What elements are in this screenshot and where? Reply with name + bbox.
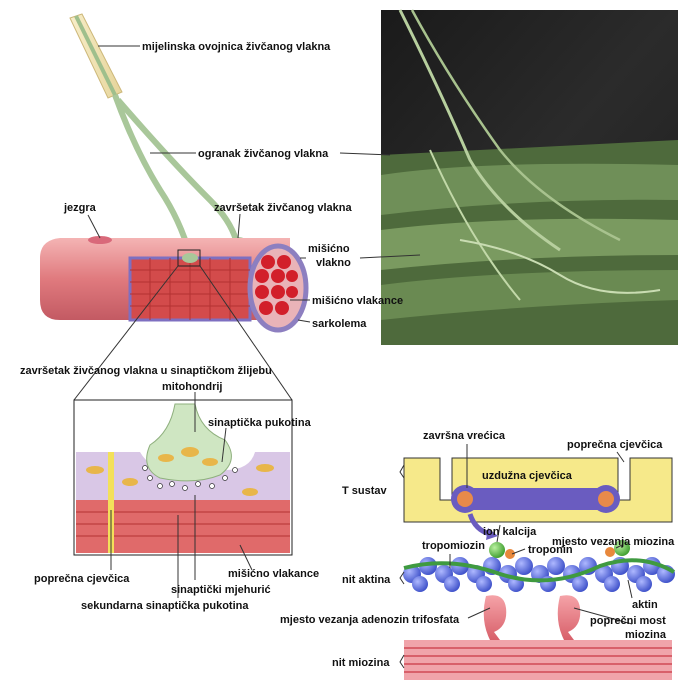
label-nucleus: jezgra <box>63 202 97 214</box>
label-synaptic-vesicle: sinaptički mjehurić <box>171 584 271 596</box>
label-calcium-ion: ion kalcija <box>483 526 537 538</box>
label-nerve-branch: ogranak živčanog vlakna <box>198 148 329 160</box>
label-myosin-filament: nit miozina <box>332 657 390 669</box>
label-myofibril: mišićno vlakance <box>312 295 403 307</box>
label-muscle-fiber-line1: mišićno <box>308 243 350 255</box>
label-terminal-sac: završna vrećica <box>423 430 506 442</box>
label-t-tubule-right: poprečna cjevčica <box>567 439 663 451</box>
label-tropomyosin: tropomiozin <box>422 540 485 552</box>
label-actin-filament: nit aktina <box>342 574 391 586</box>
label-sarcolemma: sarkolema <box>312 318 367 330</box>
label-actin: aktin <box>632 599 658 611</box>
label-t-system: T sustav <box>342 485 388 497</box>
label-longitudinal-tubule: uzdužna cjevčica <box>482 470 573 482</box>
label-secondary-cleft: sekundarna sinaptička pukotina <box>81 600 249 612</box>
label-terminal-in-groove: završetak živčanog vlakna u sinaptičkom … <box>20 365 272 377</box>
label-myosin-binding-site: mjesto vezanja miozina <box>552 536 675 548</box>
myelin-sheath <box>70 14 122 98</box>
label-myofibril-lower: mišićno vlakance <box>228 568 319 580</box>
label-myelin-sheath: mijelinska ovojnica živčanog vlakna <box>142 41 331 53</box>
label-muscle-fiber-line2: vlakno <box>316 257 351 269</box>
label-mitochondrion: mitohondrij <box>162 381 223 393</box>
label-atp-binding-site: mjesto vezanja adenozin trifosfata <box>280 614 460 626</box>
label-myosin-crossbridge-line1: poprečni most <box>590 615 666 627</box>
label-nerve-terminal: završetak živčanog vlakna <box>214 202 352 214</box>
panel-brackets <box>400 465 404 668</box>
electron-micrograph <box>381 10 678 345</box>
muscle-fiber <box>40 236 306 330</box>
nerve-fiber-branches <box>115 95 247 255</box>
label-synaptic-cleft: sinaptička pukotina <box>208 417 312 429</box>
label-myosin-crossbridge-line2: miozina <box>625 629 667 641</box>
label-t-tubule-left: poprečna cjevčica <box>34 573 130 585</box>
